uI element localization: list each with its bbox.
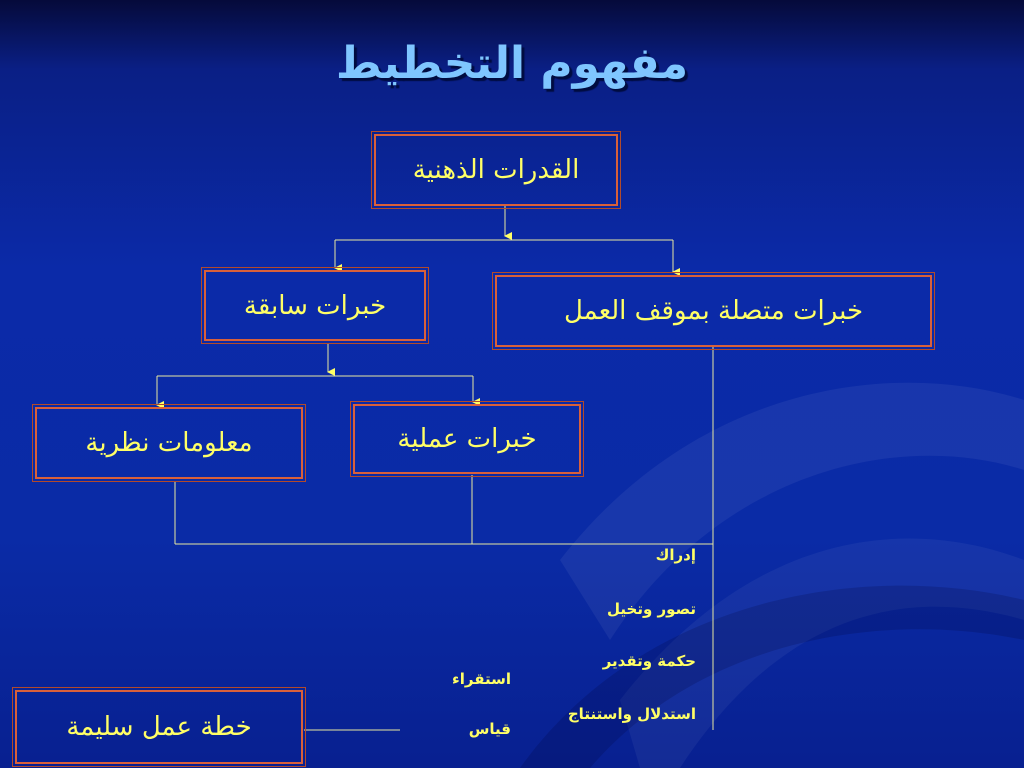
node-theoretical-info: معلومات نظرية: [32, 404, 306, 482]
label-analogy: قياس: [468, 720, 511, 738]
label-wisdom: حكمة وتقدير: [602, 652, 696, 670]
node-previous-experience: خبرات سابقة: [201, 267, 429, 344]
node-sound-plan: خطة عمل سليمة: [12, 687, 306, 767]
label-perception: إدراك: [655, 546, 696, 564]
page-title: مفهوم التخطيط: [335, 38, 689, 89]
node-mental-abilities: القدرات الذهنية: [371, 131, 621, 209]
label-induction: استقراء: [452, 670, 511, 688]
label-reasoning: استدلال واستنتاج: [567, 705, 696, 723]
node-practical-experience: خبرات عملية: [350, 401, 584, 477]
node-work-experience: خبرات متصلة بموقف العمل: [492, 272, 935, 350]
label-imagination: تصور وتخيل: [607, 600, 696, 618]
